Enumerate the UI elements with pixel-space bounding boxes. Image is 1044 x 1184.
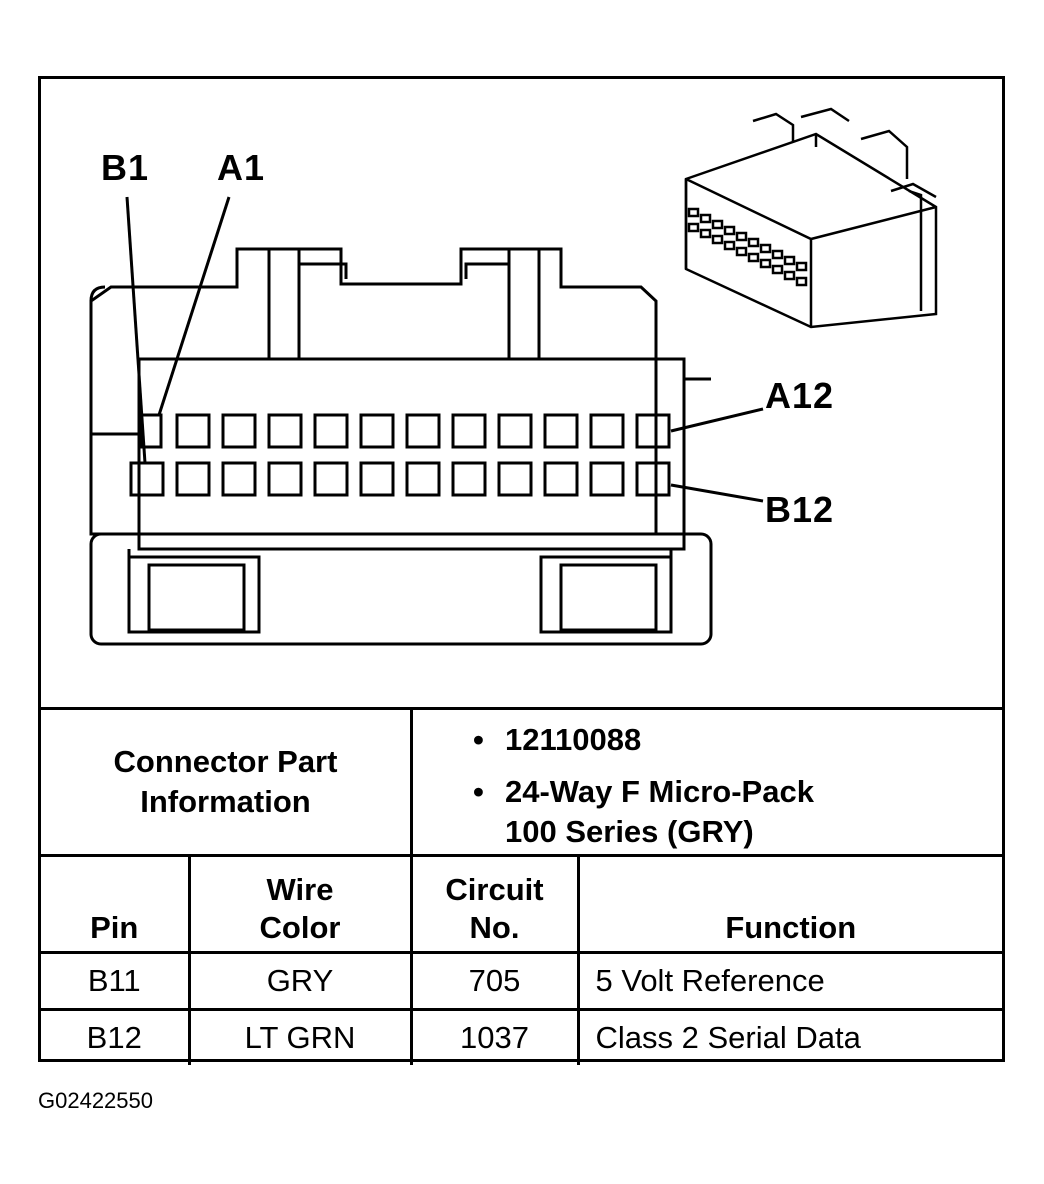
cell-function: Class 2 Serial Data xyxy=(576,1008,1002,1065)
connector-base xyxy=(89,532,713,646)
pin-cavity xyxy=(589,461,625,497)
connector-figure-frame: B1 A1 A12 B12 Connector Part Information… xyxy=(38,76,1005,1065)
pin-cavity xyxy=(497,461,533,497)
info-heading-line1: Connector Part xyxy=(113,744,338,779)
cell-pin: B11 xyxy=(41,951,191,1011)
header-function: Function xyxy=(576,854,1002,954)
pin-cavity xyxy=(175,461,211,497)
pin-cavity xyxy=(635,413,671,449)
table-row: B12 LT GRN 1037 Class 2 Serial Data xyxy=(41,1008,1002,1065)
leader-b12 xyxy=(670,483,764,503)
pin-cavity xyxy=(313,413,349,449)
pin-cavity xyxy=(497,413,533,449)
header-pin: Pin xyxy=(41,854,191,954)
latch-right xyxy=(507,247,541,361)
part-number: 12110088 xyxy=(505,722,642,757)
pin-cavity xyxy=(405,413,441,449)
label-b1: B1 xyxy=(101,147,150,188)
pin-row-a xyxy=(139,413,671,449)
pin-cavity xyxy=(267,413,303,449)
pin-cavity xyxy=(139,413,163,449)
connector-face-diagram xyxy=(89,107,938,646)
pin-row-b xyxy=(129,461,671,497)
pin-cavity xyxy=(451,413,487,449)
cell-wire-color: LT GRN xyxy=(187,1008,413,1065)
description-line1: 24-Way F Micro-Pack xyxy=(505,774,814,809)
bullet: • xyxy=(473,774,484,809)
pin-cavity xyxy=(175,413,211,449)
pin-cavity xyxy=(129,461,165,497)
pin-cavity xyxy=(635,461,671,497)
info-heading: Connector Part Information xyxy=(41,710,413,854)
table-row: B11 GRY 705 5 Volt Reference xyxy=(41,951,1002,1011)
label-b12: B12 xyxy=(765,489,835,530)
key-left xyxy=(127,555,261,634)
pin-cavity xyxy=(267,461,303,497)
pin-cavity xyxy=(221,413,257,449)
info-details: • 12110088 • 24-Way F Micro-Pack 100 Ser… xyxy=(413,710,1002,854)
cell-circuit: 1037 xyxy=(409,1008,580,1065)
pin-cavity xyxy=(405,461,441,497)
pin-cavity xyxy=(543,461,579,497)
connector-isometric-sketch xyxy=(684,107,938,329)
latch-left xyxy=(267,247,301,361)
description-line2: 100 Series (GRY) xyxy=(505,814,754,849)
label-a12: A12 xyxy=(765,375,835,416)
label-a1: A1 xyxy=(217,147,266,188)
cell-pin: B12 xyxy=(41,1008,191,1065)
cell-wire-color: GRY xyxy=(187,951,413,1011)
figure-code: G02422550 xyxy=(38,1088,153,1113)
cell-function: 5 Volt Reference xyxy=(576,951,1002,1011)
info-heading-line2: Information xyxy=(140,784,311,819)
pin-cavity xyxy=(359,413,395,449)
cell-circuit: 705 xyxy=(409,951,580,1011)
pin-cavity xyxy=(359,461,395,497)
pin-cavity xyxy=(543,413,579,449)
bullet: • xyxy=(473,722,484,757)
key-right xyxy=(539,555,673,634)
pin-cavity xyxy=(313,461,349,497)
connector-part-info: Connector Part Information • 12110088 • … xyxy=(41,707,1002,857)
leader-a1 xyxy=(157,196,231,416)
pin-cavity xyxy=(589,413,625,449)
pin-cavity xyxy=(221,461,257,497)
pin-cavity xyxy=(451,461,487,497)
leader-a12 xyxy=(670,407,764,433)
leader-b1 xyxy=(125,196,147,464)
cavity-outline xyxy=(137,357,686,551)
